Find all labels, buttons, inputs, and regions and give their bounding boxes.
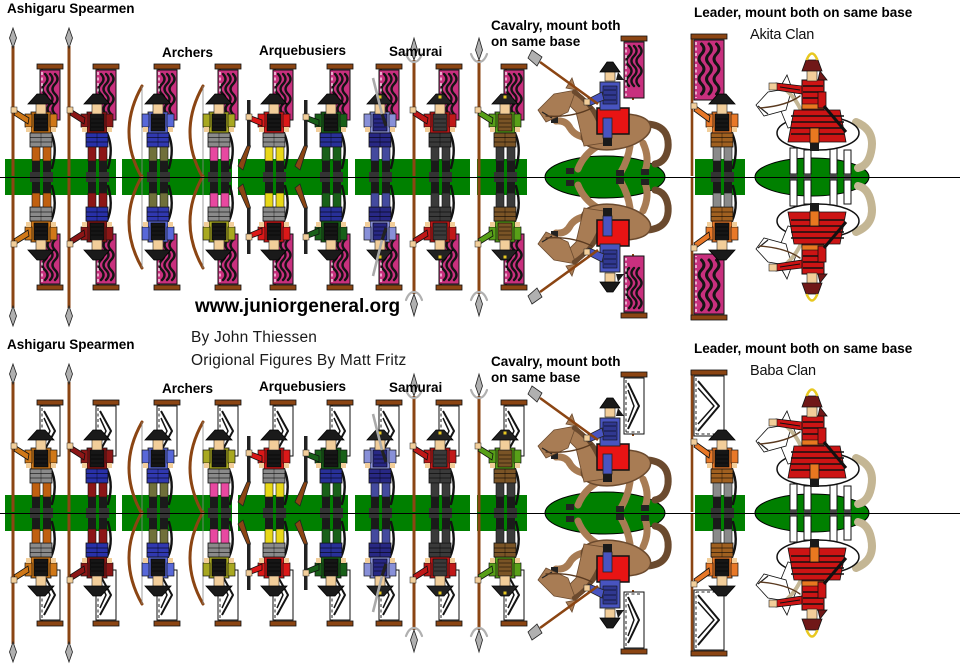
figure-samurai_b [404,372,463,513]
figure-archer_b [188,63,242,180]
label-arquebusiers: Arquebusiers [259,43,347,58]
figure-arquebusier_b [294,399,354,513]
credit-author: By John Thiessen [191,329,318,346]
figure-archer_b [188,399,242,516]
figure-cavalry [527,371,672,512]
label-leader: Leader, mount both on same base [694,5,913,20]
figure-cavalry [527,35,672,176]
figures-mirrored [10,512,873,662]
sheet-row-akita: Ashigaru Spearmen Archers Arquebusiers S… [0,1,960,336]
label-cavalry-line2: on same base [491,34,581,49]
label-cavalry-line1-2: Cavalry, mount both [491,354,621,369]
figure-arquebusier_a [237,399,297,513]
figure-arquebusier_a [237,63,297,177]
sheet-row-baba: Ashigaru Spearmen Archers Arquebusiers S… [0,336,960,672]
label-archers: Archers [162,45,214,60]
figure-samurai_c [469,36,528,177]
credit-original-figures: Origional Figures By Matt Fritz [191,352,407,369]
label-ashigaru-spearmen-2: Ashigaru Spearmen [7,337,135,352]
figures-canvas-baba [0,362,960,672]
figure-archer_a [127,399,181,516]
site-url: www.juniorgeneral.org [195,296,401,317]
figure-spearman_a [9,26,64,177]
figure-leader [755,388,876,514]
figures-canvas-akita [0,26,960,336]
label-clan-baba: Baba Clan [750,363,816,379]
figures-upright [9,26,876,180]
label-samurai-2: Samurai [389,380,443,395]
figure-spearman_b [65,362,120,513]
figure-samurai_c [469,372,528,513]
figure-samurai_b [404,36,463,177]
label-clan-akita: Akita Clan [750,27,815,43]
label-leader-2: Leader, mount both on same base [694,341,913,356]
label-arquebusiers-2: Arquebusiers [259,379,347,394]
figures-upright [9,362,876,516]
figure-leader [755,52,876,178]
figure-samurai_a [363,63,403,177]
figure-samurai_a [363,399,403,513]
label-cavalry-line1: Cavalry, mount both [491,18,621,33]
figure-archer_a [127,63,181,180]
label-archers-2: Archers [162,381,214,396]
figure-standard_bearer [690,33,739,177]
figure-arquebusier_b [294,63,354,177]
figure-spearman_a [9,362,64,513]
label-cavalry-line2-2: on same base [491,370,581,385]
figure-standard_bearer [690,369,739,513]
label-samurai: Samurai [389,44,443,59]
label-ashigaru-spearmen: Ashigaru Spearmen [7,1,135,16]
figures-mirrored [10,176,873,326]
figure-spearman_b [65,26,120,177]
